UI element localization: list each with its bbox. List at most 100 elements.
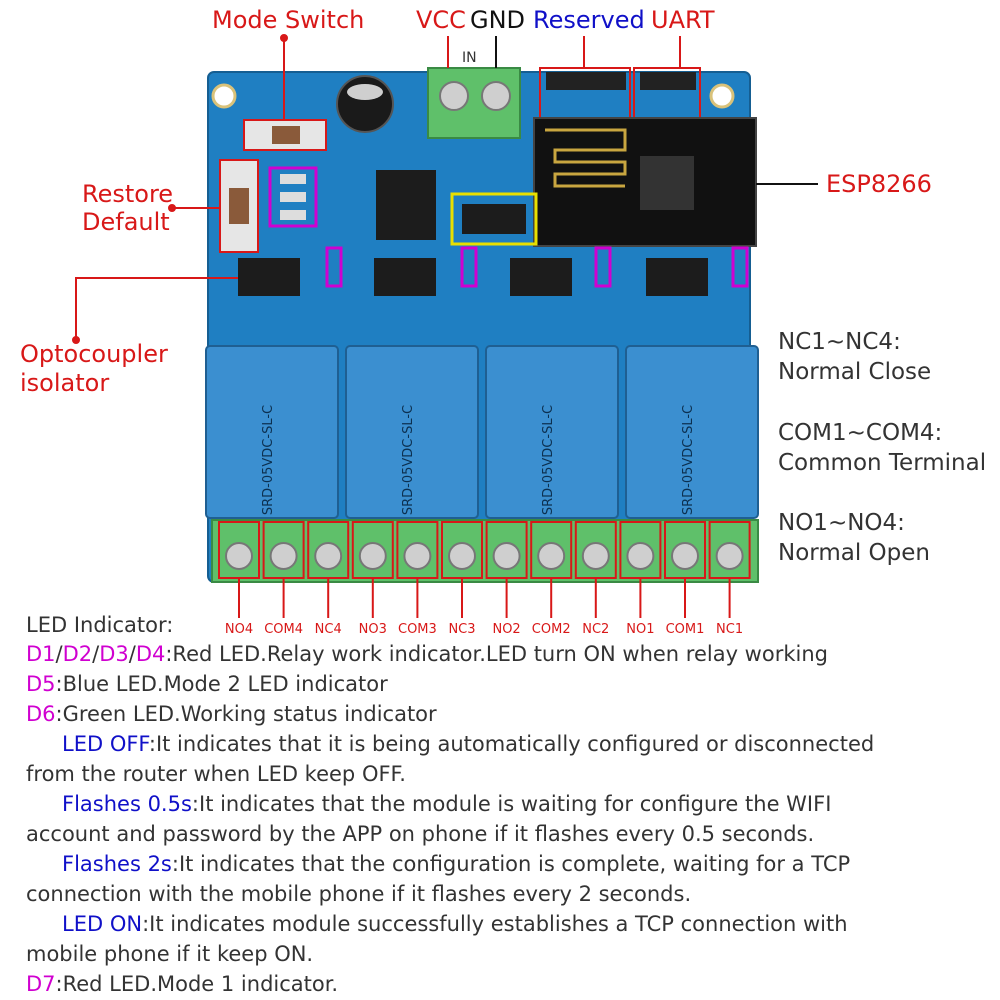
- relay-model-label: SRD-05VDC-SL-C: [681, 405, 696, 515]
- flash2-text: :It indicates that the configuration is …: [171, 852, 851, 876]
- terminal-screw: [492, 542, 521, 570]
- mode-switch-label: Mode Switch: [212, 6, 365, 34]
- terminal-label-com1: COM1: [665, 622, 705, 637]
- terminal-label-no1: NO1: [626, 622, 655, 637]
- flash2-tag: Flashes 2s: [62, 852, 172, 876]
- main-ic: [376, 170, 436, 240]
- jumper: [462, 204, 526, 234]
- terminal-screw: [403, 542, 432, 570]
- led: [280, 192, 306, 202]
- flash05-tag: Flashes 0.5s: [62, 792, 192, 816]
- d7-text: :Red LED.Mode 1 indicator.: [55, 972, 339, 996]
- terminal-label-com2: COM2: [531, 622, 571, 637]
- optocoupler: [374, 258, 436, 296]
- led-d7-line: D7:Red LED.Mode 1 indicator.: [26, 970, 338, 999]
- optocoupler: [510, 258, 572, 296]
- restore-switch-cap: [229, 188, 249, 224]
- leader-opto: [75, 277, 238, 340]
- relay: SRD-05VDC-SL-C: [485, 345, 619, 519]
- slash: /: [128, 642, 136, 666]
- led-off-text: :It indicates that it is being automatic…: [148, 732, 875, 756]
- mode-switch-cap: [272, 126, 300, 144]
- d2-tag: D2: [62, 642, 93, 666]
- esp8266-label: ESP8266: [826, 170, 932, 198]
- terminal-label-no2: NO2: [492, 622, 521, 637]
- d6-tag: D6: [26, 702, 56, 726]
- no-desc: Normal Open: [778, 540, 930, 566]
- mounting-hole: [211, 83, 237, 109]
- d4-tag: D4: [135, 642, 166, 666]
- led-d3-box: [460, 246, 478, 288]
- d1-tag: D1: [26, 642, 56, 666]
- terminal-screw: [225, 542, 253, 570]
- led-off-line: LED OFF:It indicates that it is being au…: [26, 730, 874, 759]
- nc-desc: Normal Close: [778, 359, 932, 385]
- leader-dot: [72, 336, 80, 344]
- terminal-label-com4: COM4: [264, 622, 303, 637]
- jumper-box: [450, 192, 538, 246]
- flash05-line: Flashes 0.5s:It indicates that the modul…: [26, 790, 831, 819]
- terminal-screw: [269, 542, 298, 570]
- led: [280, 210, 306, 220]
- terminal-label-com3: COM3: [397, 622, 437, 637]
- restore-default-label-line1: Restore: [82, 180, 174, 208]
- terminal-screw: [358, 542, 387, 570]
- relay: SRD-05VDC-SL-C: [205, 345, 339, 519]
- terminal-screw: [537, 542, 566, 570]
- d1-d4-text: :Red LED.Relay work indicator.LED turn O…: [165, 642, 828, 666]
- uart-label: UART: [651, 6, 715, 34]
- led-on-line2: mobile phone if it keep ON.: [26, 942, 314, 966]
- vcc-label: VCC: [416, 6, 466, 34]
- led-off-tag: LED OFF: [62, 732, 149, 756]
- restore-default-label-line2: Default: [82, 208, 170, 236]
- terminal-label-no4: NO4: [224, 622, 254, 637]
- led-heading: LED Indicator:: [26, 613, 174, 637]
- led-d4-box: [325, 246, 343, 288]
- terminal-screw: [448, 542, 476, 570]
- mounting-hole: [709, 83, 735, 109]
- terminal-screw: [671, 542, 699, 570]
- esp8266-antenna: [545, 128, 627, 188]
- nc-title: NC1~NC4:: [778, 329, 901, 355]
- leader-dot: [280, 34, 288, 42]
- com-title: COM1~COM4:: [778, 420, 943, 446]
- terminal-screw: [314, 542, 343, 570]
- terminal-label-nc1: NC1: [716, 622, 744, 637]
- led-d1-box: [731, 246, 749, 288]
- uart-header: [640, 72, 696, 90]
- optocoupler: [646, 258, 708, 296]
- relay: SRD-05VDC-SL-C: [345, 345, 479, 519]
- d5-tag: D5: [26, 672, 56, 696]
- led-on-tag: LED ON: [62, 912, 143, 936]
- terminal-screw: [626, 542, 655, 570]
- flash2-line: Flashes 2s:It indicates that the configu…: [26, 850, 850, 879]
- terminal-screw: [581, 542, 610, 570]
- reserved-label: Reserved: [533, 6, 645, 34]
- terminal-screw: [715, 542, 744, 570]
- terminal-label-nc3: NC3: [448, 622, 476, 637]
- capacitor-top: [347, 84, 383, 100]
- flash2-line2: connection with the mobile phone if it f…: [26, 882, 692, 906]
- d5-text: :Blue LED.Mode 2 LED indicator: [55, 672, 388, 696]
- led-on-text: :It indicates module successfully establ…: [142, 912, 848, 936]
- com-desc: Common Terminal: [778, 450, 987, 476]
- leader-dot: [168, 204, 176, 212]
- led-d2-box: [594, 246, 612, 288]
- relay-board-diagram: IN SRD-05VDC-SL-C SRD-05VDC-SL-C SRD-05V…: [72, 34, 818, 618]
- terminal-label-nc4: NC4: [314, 622, 342, 637]
- vcc-screw: [439, 81, 469, 111]
- esp8266-chip: [640, 156, 694, 210]
- no-title: NO1~NO4:: [778, 510, 905, 536]
- d7-tag: D7: [26, 972, 56, 996]
- terminal-label-nc2: NC2: [582, 622, 610, 637]
- flash05-text: :It indicates that the module is waiting…: [191, 792, 832, 816]
- terminal-label-no3: NO3: [358, 622, 387, 637]
- d6-text: :Green LED.Working status indicator: [55, 702, 437, 726]
- relay-model-label: SRD-05VDC-SL-C: [401, 405, 416, 515]
- relay: SRD-05VDC-SL-C: [625, 345, 759, 519]
- d3-tag: D3: [99, 642, 129, 666]
- flash05-line2: account and password by the APP on phone…: [26, 822, 815, 846]
- relay-model-label: SRD-05VDC-SL-C: [541, 405, 556, 515]
- optocoupler: [238, 258, 300, 296]
- led-d5-line: D5:Blue LED.Mode 2 LED indicator: [26, 670, 388, 699]
